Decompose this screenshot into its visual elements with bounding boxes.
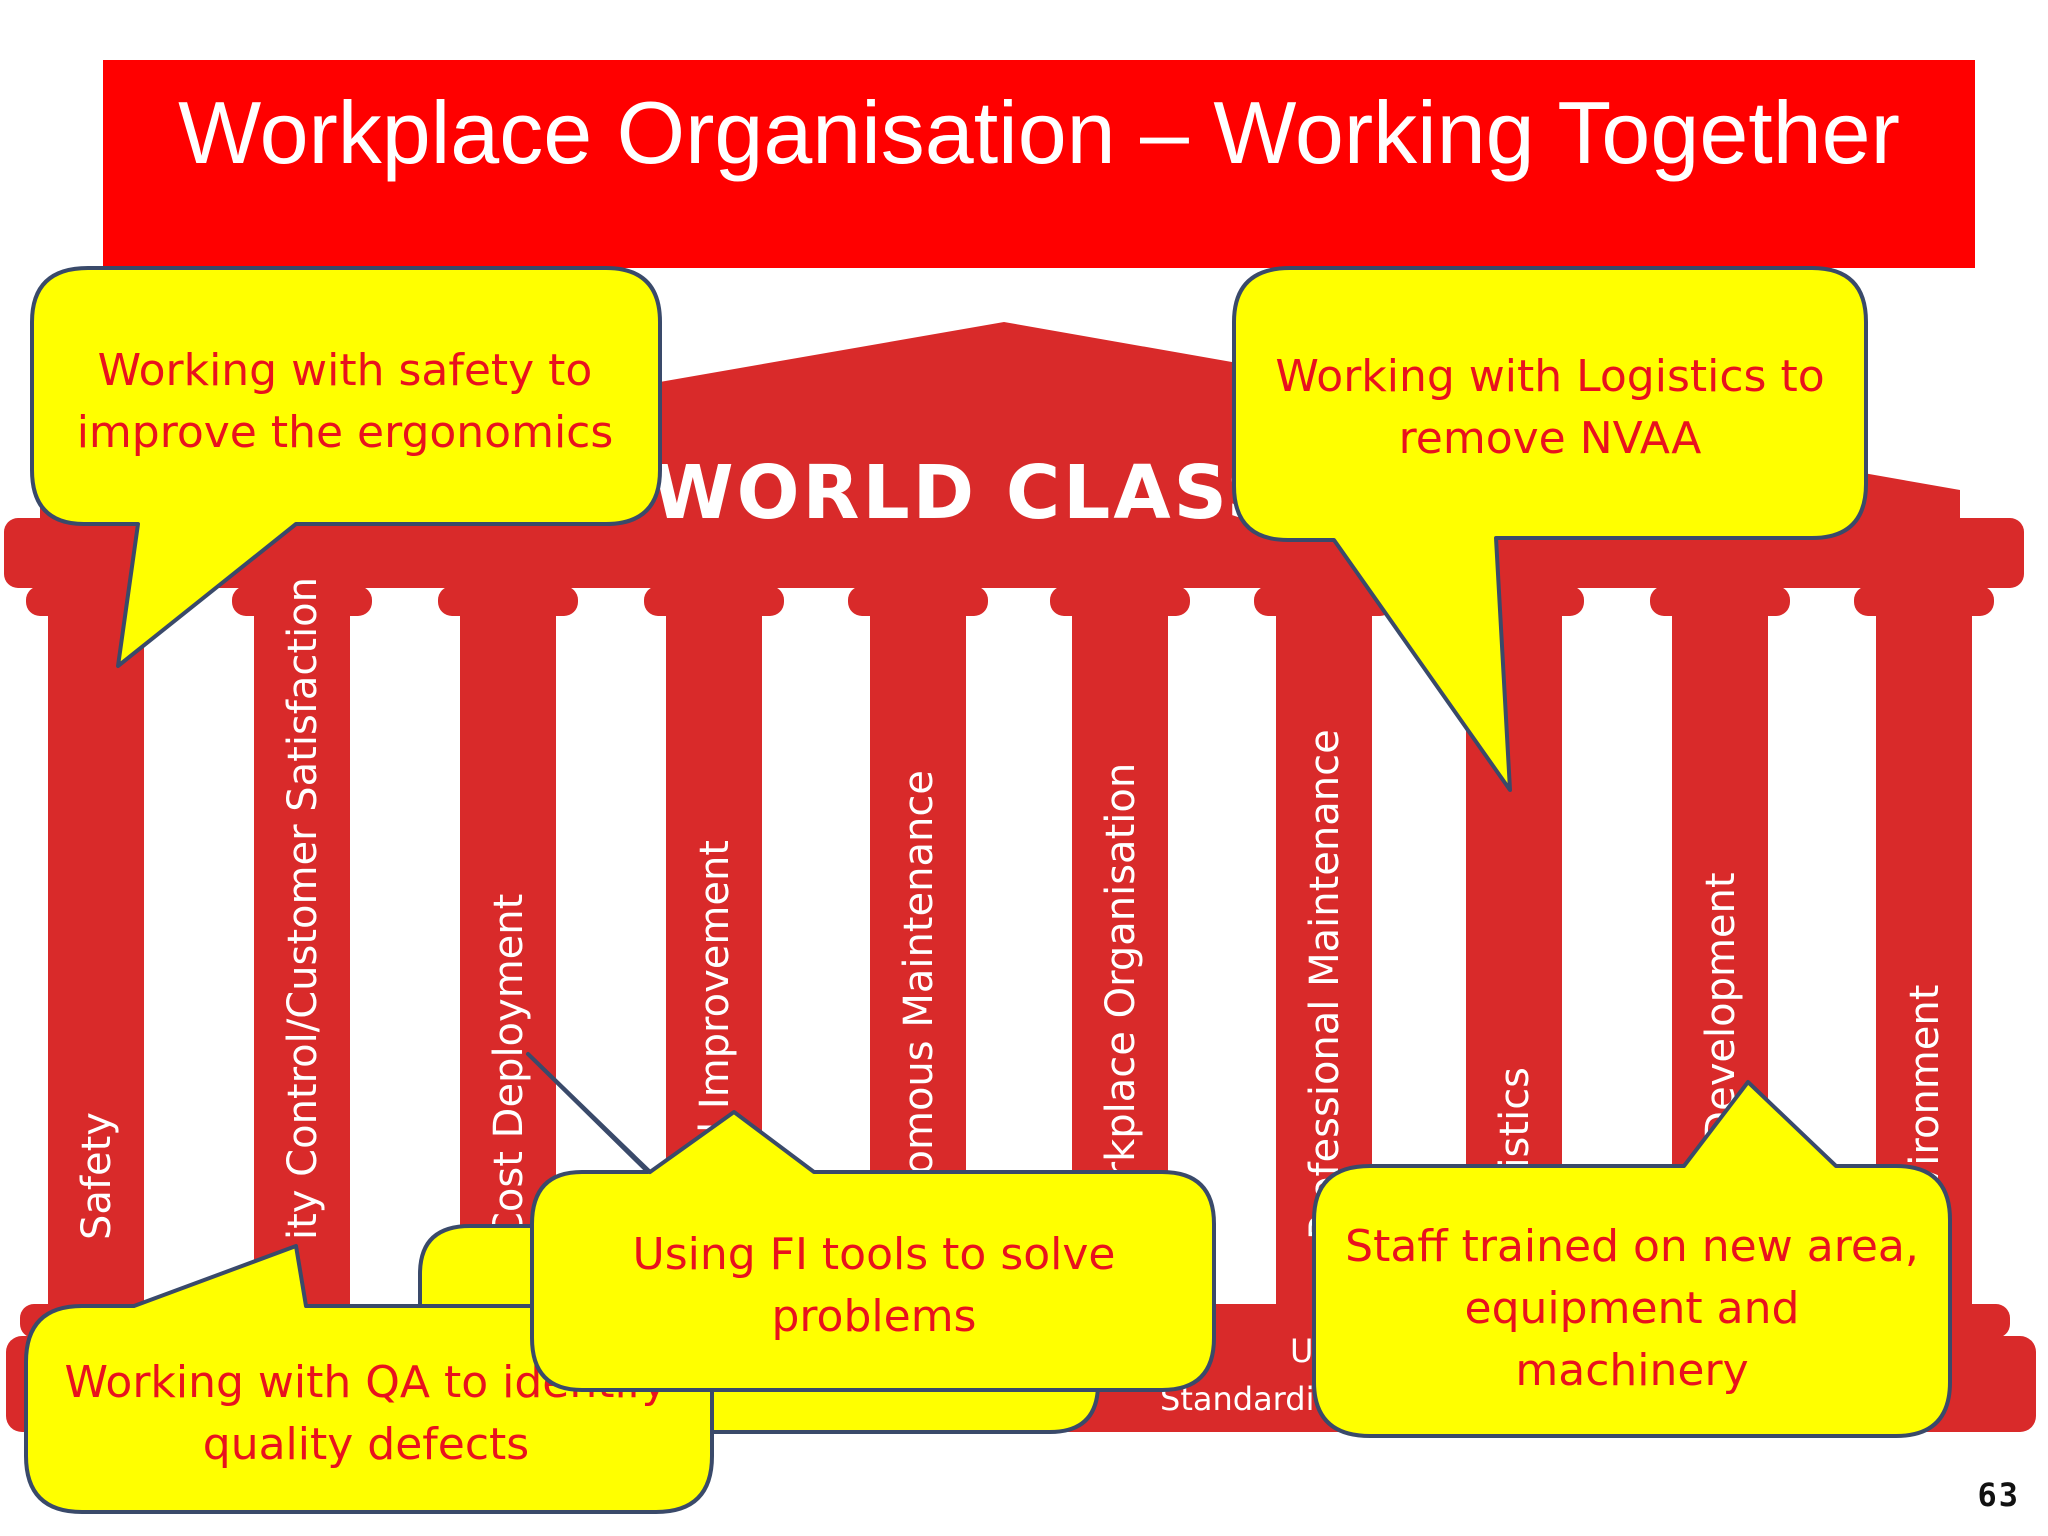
pillar-group: Safety ity Control/Customer Satisfaction C… <box>26 577 1994 1316</box>
pillar-capital-1 <box>26 586 166 616</box>
callout-safety-line2: improve the ergonomics <box>76 407 614 458</box>
pillar-capital-4 <box>644 586 784 616</box>
pillar-label-7: Professional Maintenance <box>1302 729 1348 1240</box>
pillar-label-4: cused Improvement <box>692 840 738 1240</box>
callout-fi-tools-line2: problems <box>771 1291 977 1342</box>
callout-safety-text: Working with safety to improve the ergon… <box>40 340 650 464</box>
pillar-capital-10 <box>1854 586 1994 616</box>
pillar-capital-7 <box>1254 586 1394 616</box>
roof-text: WORLD CLASS <box>652 450 1283 536</box>
pillar-label-6: Workplace Organisation <box>1098 763 1144 1240</box>
callout-logistics-text: Working with Logistics to remove NVAA <box>1240 346 1860 470</box>
base-fragment-left: Pr <box>476 1280 509 1318</box>
pillar-label-9: ople Development <box>1698 872 1744 1240</box>
callout-safety-line1: Working with safety to <box>97 345 593 396</box>
pillar-label-2: ity Control/Customer Satisfaction <box>280 577 326 1240</box>
pillar-capital-6 <box>1050 586 1190 616</box>
pillar-label-10: Environment <box>1902 985 1948 1240</box>
callout-fi-tools-line1: Using FI tools to solve <box>632 1229 1116 1280</box>
callout-staff-line1: Staff trained on new area, <box>1345 1221 1919 1272</box>
pillar-label-8: Logistics <box>1492 1067 1538 1240</box>
callout-staff-line3: machinery <box>1515 1345 1749 1396</box>
pillar-capital-3 <box>438 586 578 616</box>
callout-logistics-line1: Working with Logistics to <box>1275 351 1825 402</box>
title-bar: Workplace Organisation – Working Togethe… <box>103 60 1975 268</box>
callout-staff-text: Staff trained on new area, equipment and… <box>1320 1216 1944 1402</box>
pillar-label-1: Safety <box>74 1112 120 1240</box>
callout-qa-line2: quality defects <box>202 1419 530 1470</box>
pillar-2 <box>254 596 350 1316</box>
page-number: 63 <box>1977 1476 2020 1514</box>
callout-fi-tools-text: Using FI tools to solve problems <box>540 1224 1208 1348</box>
callout-qa-text: Working with QA to identify quality defe… <box>36 1352 696 1478</box>
base-fragment-right-bottom: Standardi <box>1160 1380 1314 1418</box>
callout-qa-line1: Working with QA to identify <box>64 1357 668 1408</box>
base-fragment-right-top: U <box>1290 1332 1313 1370</box>
pillar-1 <box>48 596 144 1316</box>
pillar-capital-5 <box>848 586 988 616</box>
callout-logistics-line2: remove NVAA <box>1398 413 1702 464</box>
callout-staff-line2: equipment and <box>1464 1283 1800 1334</box>
pillar-capital-9 <box>1650 586 1790 616</box>
pillar-capital-8 <box>1444 586 1584 616</box>
slide-title: Workplace Organisation – Working Togethe… <box>178 83 1900 182</box>
pillar-label-5: tonomous Maintenance <box>896 770 942 1240</box>
pillar-label-3: Cost Deployment <box>486 894 532 1240</box>
